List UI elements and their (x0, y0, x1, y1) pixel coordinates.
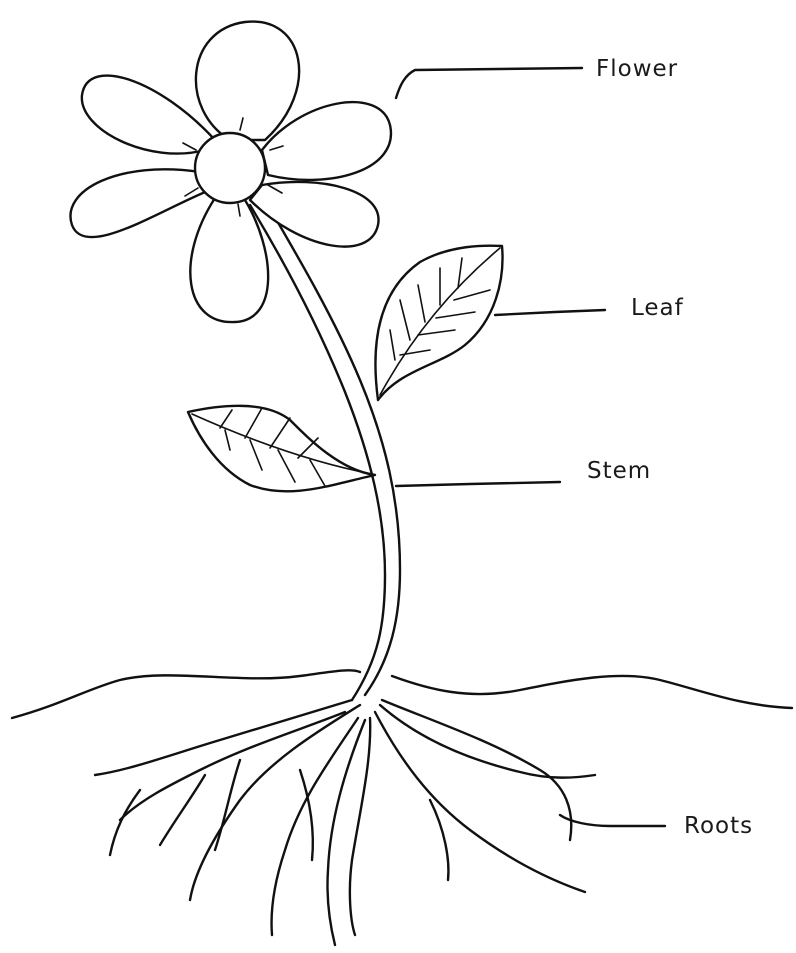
lower-leaf (188, 406, 375, 492)
leaf-leader-line (495, 310, 605, 315)
flower-center (195, 133, 265, 203)
roots-label: Roots (684, 813, 753, 839)
roots-leader-line (560, 815, 665, 826)
upper-leaf (375, 246, 502, 400)
flower-head (70, 22, 390, 323)
flower-label: Flower (596, 56, 678, 82)
stem-label: Stem (587, 458, 651, 484)
leaf-label: Leaf (631, 295, 684, 321)
stem-leader-line (396, 482, 560, 486)
roots (95, 700, 595, 945)
ground-line (12, 670, 792, 718)
flower-leader-line (396, 68, 582, 98)
